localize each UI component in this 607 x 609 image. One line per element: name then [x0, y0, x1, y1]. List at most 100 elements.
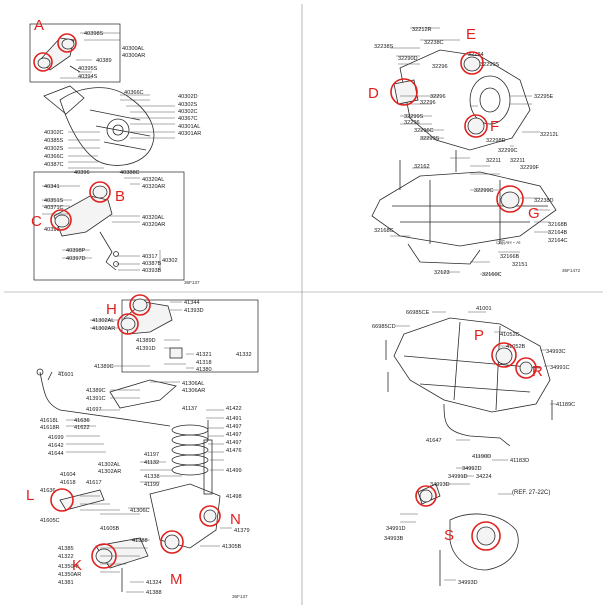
callout-circle-s	[471, 521, 501, 551]
q3-label: 41388	[146, 590, 162, 596]
q2-label: 32299S	[480, 62, 500, 68]
q2-label: 32296	[432, 64, 448, 70]
callout-letter-d: D	[368, 85, 379, 102]
q1-label: 40395S	[78, 66, 98, 72]
q3-label: 41302AL	[92, 318, 114, 324]
q3-label: 41498	[226, 494, 242, 500]
q3-label: 41388	[132, 538, 148, 544]
callout-circle-f	[464, 114, 488, 138]
q3-label: 41389D	[136, 338, 156, 344]
q2-label: 32168C	[374, 228, 394, 234]
q1-label: 40317	[142, 254, 158, 260]
q3-label: 41389C	[86, 388, 106, 394]
q2-label: 32299C	[474, 188, 494, 194]
callout-circle-k	[91, 543, 117, 569]
q1-code: 36F137	[184, 280, 200, 285]
callout-circle-r	[515, 357, 537, 379]
callout-letter-e: E	[466, 26, 476, 43]
q1-label: 40397D	[66, 256, 86, 262]
q2-label: 32238S	[374, 44, 394, 50]
q2-label: 32168B	[548, 222, 568, 228]
differential-housing	[399, 49, 531, 151]
q4-label: 41001	[476, 306, 492, 312]
q3-label: 41497	[226, 432, 242, 438]
q2-label: 32123	[434, 270, 450, 276]
q3-label: 41132	[144, 460, 159, 466]
mount-bush-d	[393, 79, 419, 105]
q2-label: 32212L	[540, 132, 559, 138]
knuckle-assembly	[59, 87, 155, 166]
q3-label: 41324	[146, 580, 162, 586]
panel-rear-subframe: 66985CE 41001 66985CD 41052C 41052B 3499…	[372, 306, 575, 586]
q1-label: 40351S	[44, 198, 64, 204]
upper-arm-inset-box	[121, 299, 259, 373]
callout-letter-a: A	[34, 17, 44, 34]
q2-label: 32290D	[398, 56, 418, 62]
q1-label: 40366C	[124, 90, 144, 96]
q2-label: 32212R	[412, 27, 432, 33]
callout-circle-a	[57, 33, 77, 53]
q4-label: 34993D	[430, 482, 450, 488]
callout-letter-b: B	[115, 188, 125, 205]
callout-letter-m: M	[170, 571, 183, 588]
q2-label: 32296	[430, 94, 446, 100]
callout-circle-h	[117, 313, 139, 335]
callout-circle-e	[460, 51, 484, 75]
callout-letter-c: C	[31, 213, 42, 230]
q3-label: 41618R	[40, 425, 60, 431]
q4-label: 34993C	[546, 349, 566, 355]
rear-lower-arm	[449, 513, 519, 571]
q3-label: 41644	[48, 451, 64, 457]
q3-label: 41302AR	[98, 469, 121, 475]
callout-letter-s: S	[444, 527, 454, 544]
callout-letter-n: N	[230, 511, 241, 528]
q1-label: 40398S	[84, 31, 104, 37]
q4-label: 41189C	[556, 402, 575, 408]
q2-label: 32151	[512, 262, 528, 268]
q1-label: 40320AR	[142, 222, 165, 228]
callout-circle-n	[199, 505, 221, 527]
q2-label: 32238D	[534, 198, 554, 204]
panel-rear-crossmember: 32212R 32238S 32238C 32290D 32296 32299S…	[368, 26, 581, 278]
q4-label: 41052B	[506, 344, 526, 350]
q3-label: 41389C	[94, 364, 114, 370]
q3-label: 41350AR	[58, 572, 81, 578]
rear-subframe	[393, 317, 551, 413]
q3-label: 41385	[58, 546, 74, 552]
q3-label: 41379	[234, 528, 250, 534]
callout-letter-p: P	[474, 327, 484, 344]
q3-label: 41601	[58, 372, 74, 378]
q3-label: 41618L	[40, 418, 59, 424]
q2-label: 32299F	[520, 165, 540, 171]
q1-label: 40371C	[44, 205, 64, 211]
q2-label: 32298D	[486, 138, 506, 144]
q3-label: 41617	[86, 480, 102, 486]
q3-label: 41344	[184, 300, 200, 306]
q2-label: 32296	[404, 120, 420, 126]
q3-label: 41491	[226, 416, 242, 422]
q1-label: 40300AR	[122, 53, 145, 59]
q3-label: 41332	[236, 352, 252, 358]
q2-box-note: 以前AH・AI	[496, 239, 521, 246]
q3-label: 41497	[226, 440, 242, 446]
q3-label: 41199	[144, 482, 159, 488]
q3-label: 41197	[144, 452, 159, 458]
q3-label: 41605B	[100, 526, 120, 532]
callout-circle-d	[390, 78, 418, 106]
q3-label: 41350AL	[58, 564, 80, 570]
callout-letter-g: G	[528, 205, 540, 222]
q3-label: 41306AR	[182, 388, 205, 394]
callout-letter-k: K	[72, 557, 82, 574]
q4-label: 41052C	[500, 332, 520, 338]
callout-letter-r: R	[532, 363, 543, 380]
q1-label: 40385S	[44, 138, 64, 144]
rear-knuckle	[149, 483, 221, 549]
q3-label: 41381	[58, 580, 74, 586]
callout-circle-s	[415, 485, 437, 507]
q1-label: 40390	[44, 227, 60, 233]
q1-label: 40394S	[78, 74, 98, 80]
q3-label: 41636	[40, 488, 56, 494]
q3-label: 41302AR	[92, 326, 115, 332]
q2-label: 32238C	[424, 40, 444, 46]
